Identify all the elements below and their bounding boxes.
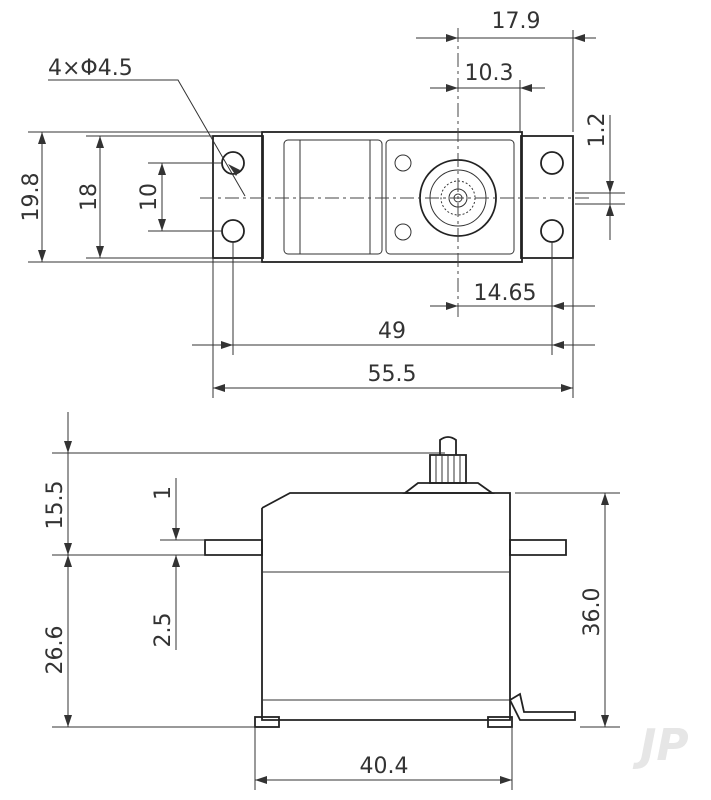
top-view: 17.9 10.3 4×Φ4.5 1.2 19.8 18 — [19, 9, 625, 398]
spline-tip — [439, 436, 457, 455]
screw-2 — [394, 223, 412, 241]
dim-55-5: 55.5 — [368, 362, 417, 387]
case-body-side — [261, 508, 511, 721]
dim-1-2: 1.2 — [585, 113, 610, 148]
dim-26-6: 26.6 — [43, 626, 68, 675]
dim-10: 10 — [137, 183, 162, 211]
right-mounting-tab — [520, 135, 574, 259]
mount-hole-2 — [221, 219, 245, 243]
cable-exit — [508, 692, 576, 721]
side-view: 15.5 26.6 1 2.5 36.0 40.4 — [43, 412, 620, 790]
foot-left — [254, 716, 280, 728]
mount-hole-3 — [540, 151, 564, 175]
screw-1 — [394, 154, 412, 172]
dim-hole-diameter: 4×Φ4.5 — [48, 56, 133, 81]
left-flange-side — [204, 539, 263, 556]
left-mounting-tab — [212, 135, 264, 259]
dim-17-9: 17.9 — [492, 9, 541, 34]
dim-49: 49 — [378, 319, 406, 344]
jp-watermark: JP — [632, 720, 689, 771]
gear-boss-side — [402, 482, 495, 494]
mount-hole-4 — [540, 219, 564, 243]
right-flange-side — [509, 539, 567, 556]
dim-14-65: 14.65 — [474, 281, 537, 306]
top-cover-side — [261, 492, 511, 510]
dim-18: 18 — [77, 183, 102, 211]
dim-1: 1 — [151, 486, 176, 500]
dim-2-5: 2.5 — [151, 613, 176, 648]
dim-10-3: 10.3 — [465, 61, 514, 86]
case-cover-inner — [299, 139, 371, 255]
gear-housing — [385, 139, 515, 255]
dim-19-8: 19.8 — [19, 173, 44, 222]
case-body-top — [261, 131, 523, 263]
foot-right — [487, 716, 513, 728]
case-cover-left — [283, 139, 383, 255]
dim-15-5: 15.5 — [43, 481, 68, 530]
dim-40-4: 40.4 — [360, 754, 409, 779]
dim-36-0: 36.0 — [580, 588, 605, 637]
